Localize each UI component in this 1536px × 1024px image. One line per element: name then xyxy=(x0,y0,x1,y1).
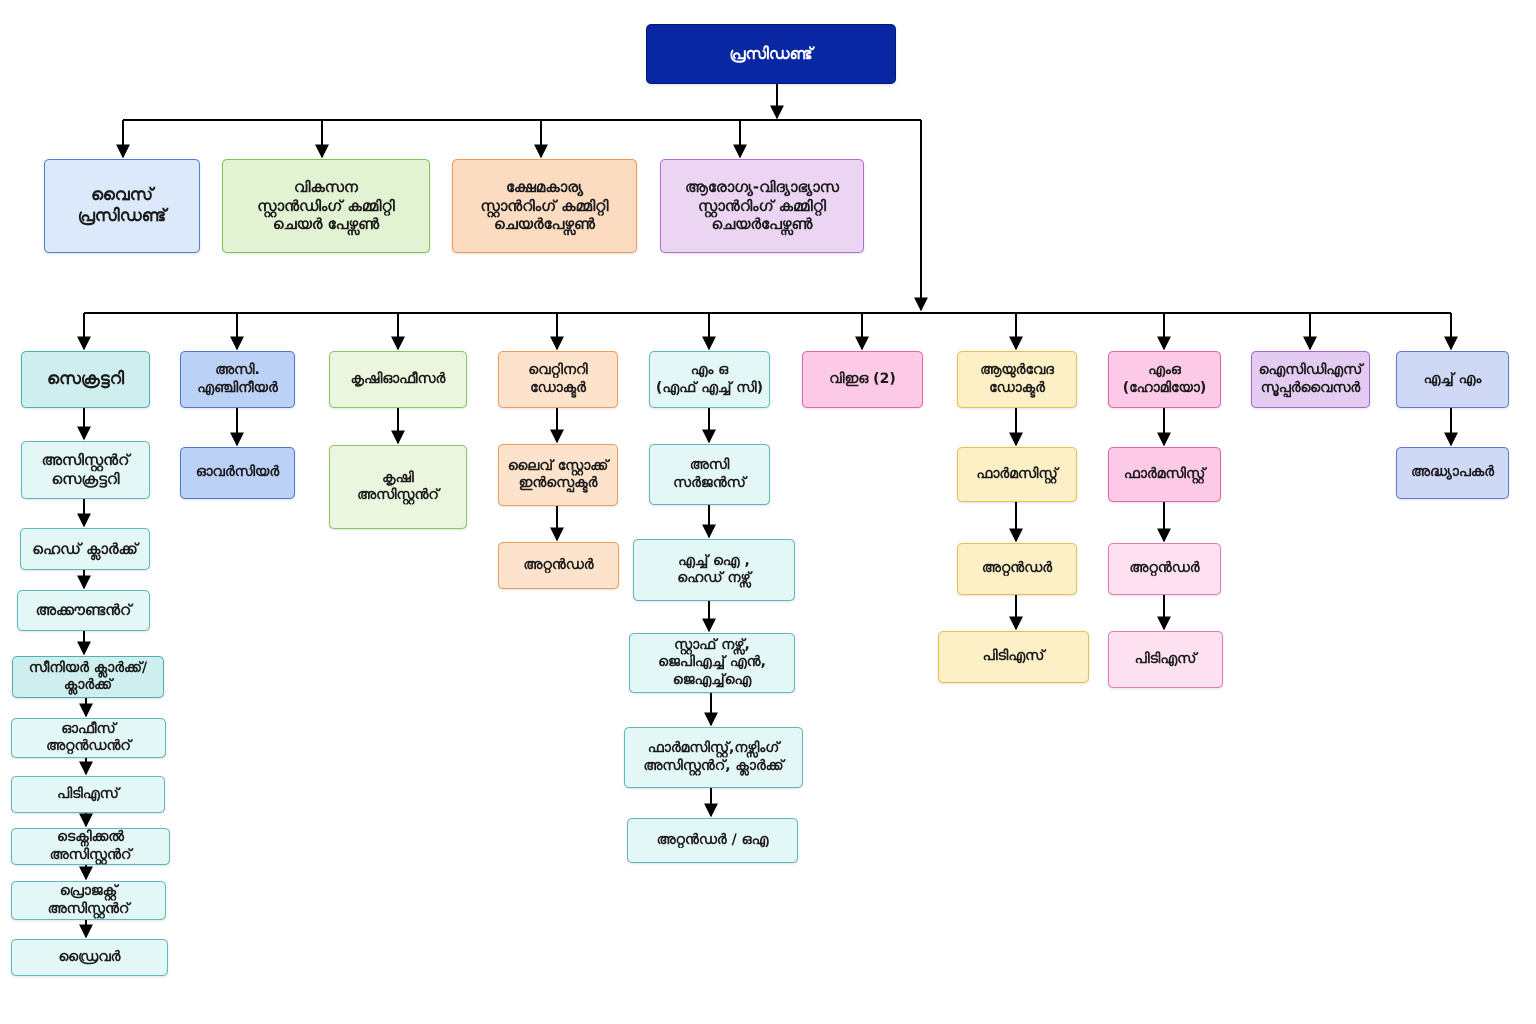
node-mo-fhc: എം ഒ (എഫ് എച്ച് സി) xyxy=(649,351,770,408)
node-dev-committee: വികസന സ്റ്റാൻഡിംഗ് കമ്മിറ്റി ചെയർ പേഴ്സൺ xyxy=(222,159,430,253)
node-office-attendant: ഓഫീസ് അറ്റൻഡൻറ് xyxy=(11,718,166,758)
node-livestock-inspector: ലൈവ് സ്റ്റോക്ക് ഇൻസ്പെക്ടർ xyxy=(498,444,618,506)
node-teachers: അദ്ധ്യാപകർ xyxy=(1396,447,1509,499)
node-ayurveda-doctor: ആയുർവേദ ഡോക്ടർ xyxy=(957,351,1077,408)
node-health-edu-committee: ആരോഗ്യ-വിദ്യാഭ്യാസ സ്റ്റാൻറിംഗ് കമ്മിറ്റ… xyxy=(660,159,864,253)
node-accountant: അക്കൗണ്ടൻറ് xyxy=(17,590,150,631)
node-mo-homeo: എംഒ (ഹോമിയോ) xyxy=(1108,351,1221,408)
node-asst-engineer: അസി. എഞ്ചിനീയർ xyxy=(180,351,295,408)
node-pharmacist-ayur: ഫാർമസിസ്റ്റ് xyxy=(957,447,1077,502)
node-hi-head-nurse: എച്ച് ഐ , ഹെഡ് നഴ്സ് xyxy=(633,539,795,601)
node-overseer: ഓവർസിയർ xyxy=(180,447,295,499)
node-pts-homeo: പിടിഎസ് xyxy=(1108,631,1223,688)
node-hm: എച്ച് എം xyxy=(1396,351,1509,408)
node-pharmacist-homeo: ഫാർമസിസ്റ്റ് xyxy=(1108,447,1221,502)
node-pts-ayur: പിടിഎസ് xyxy=(938,631,1089,683)
node-secretary: സെക്രട്ടറി xyxy=(21,351,150,408)
node-asst-secretary: അസിസ്റ്റൻറ് സെക്രട്ടറി xyxy=(21,441,150,499)
node-attender-vet: അറ്റൻഡർ xyxy=(498,542,619,589)
node-attender-ayur: അറ്റൻഡർ xyxy=(957,543,1077,595)
node-senior-clerk: സീനിയർ ക്ലാർക്ക്/ ക്ലാർക്ക് xyxy=(12,656,164,698)
node-project-asst: പ്രൊജക്റ്റ് അസിസ്റ്റൻറ് xyxy=(11,881,166,920)
node-pharmacist-nursing: ഫാർമസിസ്റ്റ്,നഴ്സിംഗ് അസിസ്റ്റൻറ്, ക്ലാർ… xyxy=(624,727,803,788)
node-driver: ഡ്രൈവർ xyxy=(11,939,168,976)
node-agri-officer: കൃഷിഓഫീസർ xyxy=(329,351,467,408)
node-president: പ്രസിഡണ്ട് xyxy=(646,24,896,84)
node-vice-president: വൈസ് പ്രസിഡണ്ട് xyxy=(44,159,200,253)
node-attender-oa: അറ്റൻഡർ / ഒഎ xyxy=(627,818,798,863)
node-vet-doctor: വെറ്റിനറി ഡോക്ടർ xyxy=(498,351,618,408)
node-welfare-committee: ക്ഷേമകാര്യ സ്റ്റാൻറിംഗ് കമ്മിറ്റി ചെയർപേ… xyxy=(452,159,637,253)
node-asst-surgeon: അസി സർജൻസ് xyxy=(649,444,770,505)
node-veo: വിഇഒ (2) xyxy=(802,351,923,408)
node-staff-nurse: സ്റ്റാഫ് നഴ്സ്, ജെപിഎച്ച് എൻ, ജെഎച്ച്ഐ xyxy=(629,633,795,693)
node-technical-asst: ടെക്നിക്കൽ അസിസ്റ്റൻറ് xyxy=(11,828,170,865)
node-agri-asst: കൃഷി അസിസ്റ്റൻറ് xyxy=(329,445,467,529)
node-pts-1: പിടിഎസ് xyxy=(11,776,165,813)
node-icds-supervisor: ഐസിഡിഎസ് സൂപ്പർവൈസർ xyxy=(1251,351,1370,408)
node-attender-homeo: അറ്റൻഡർ xyxy=(1108,543,1221,595)
node-head-clerk: ഹെഡ് ക്ലാർക്ക് xyxy=(20,528,150,570)
